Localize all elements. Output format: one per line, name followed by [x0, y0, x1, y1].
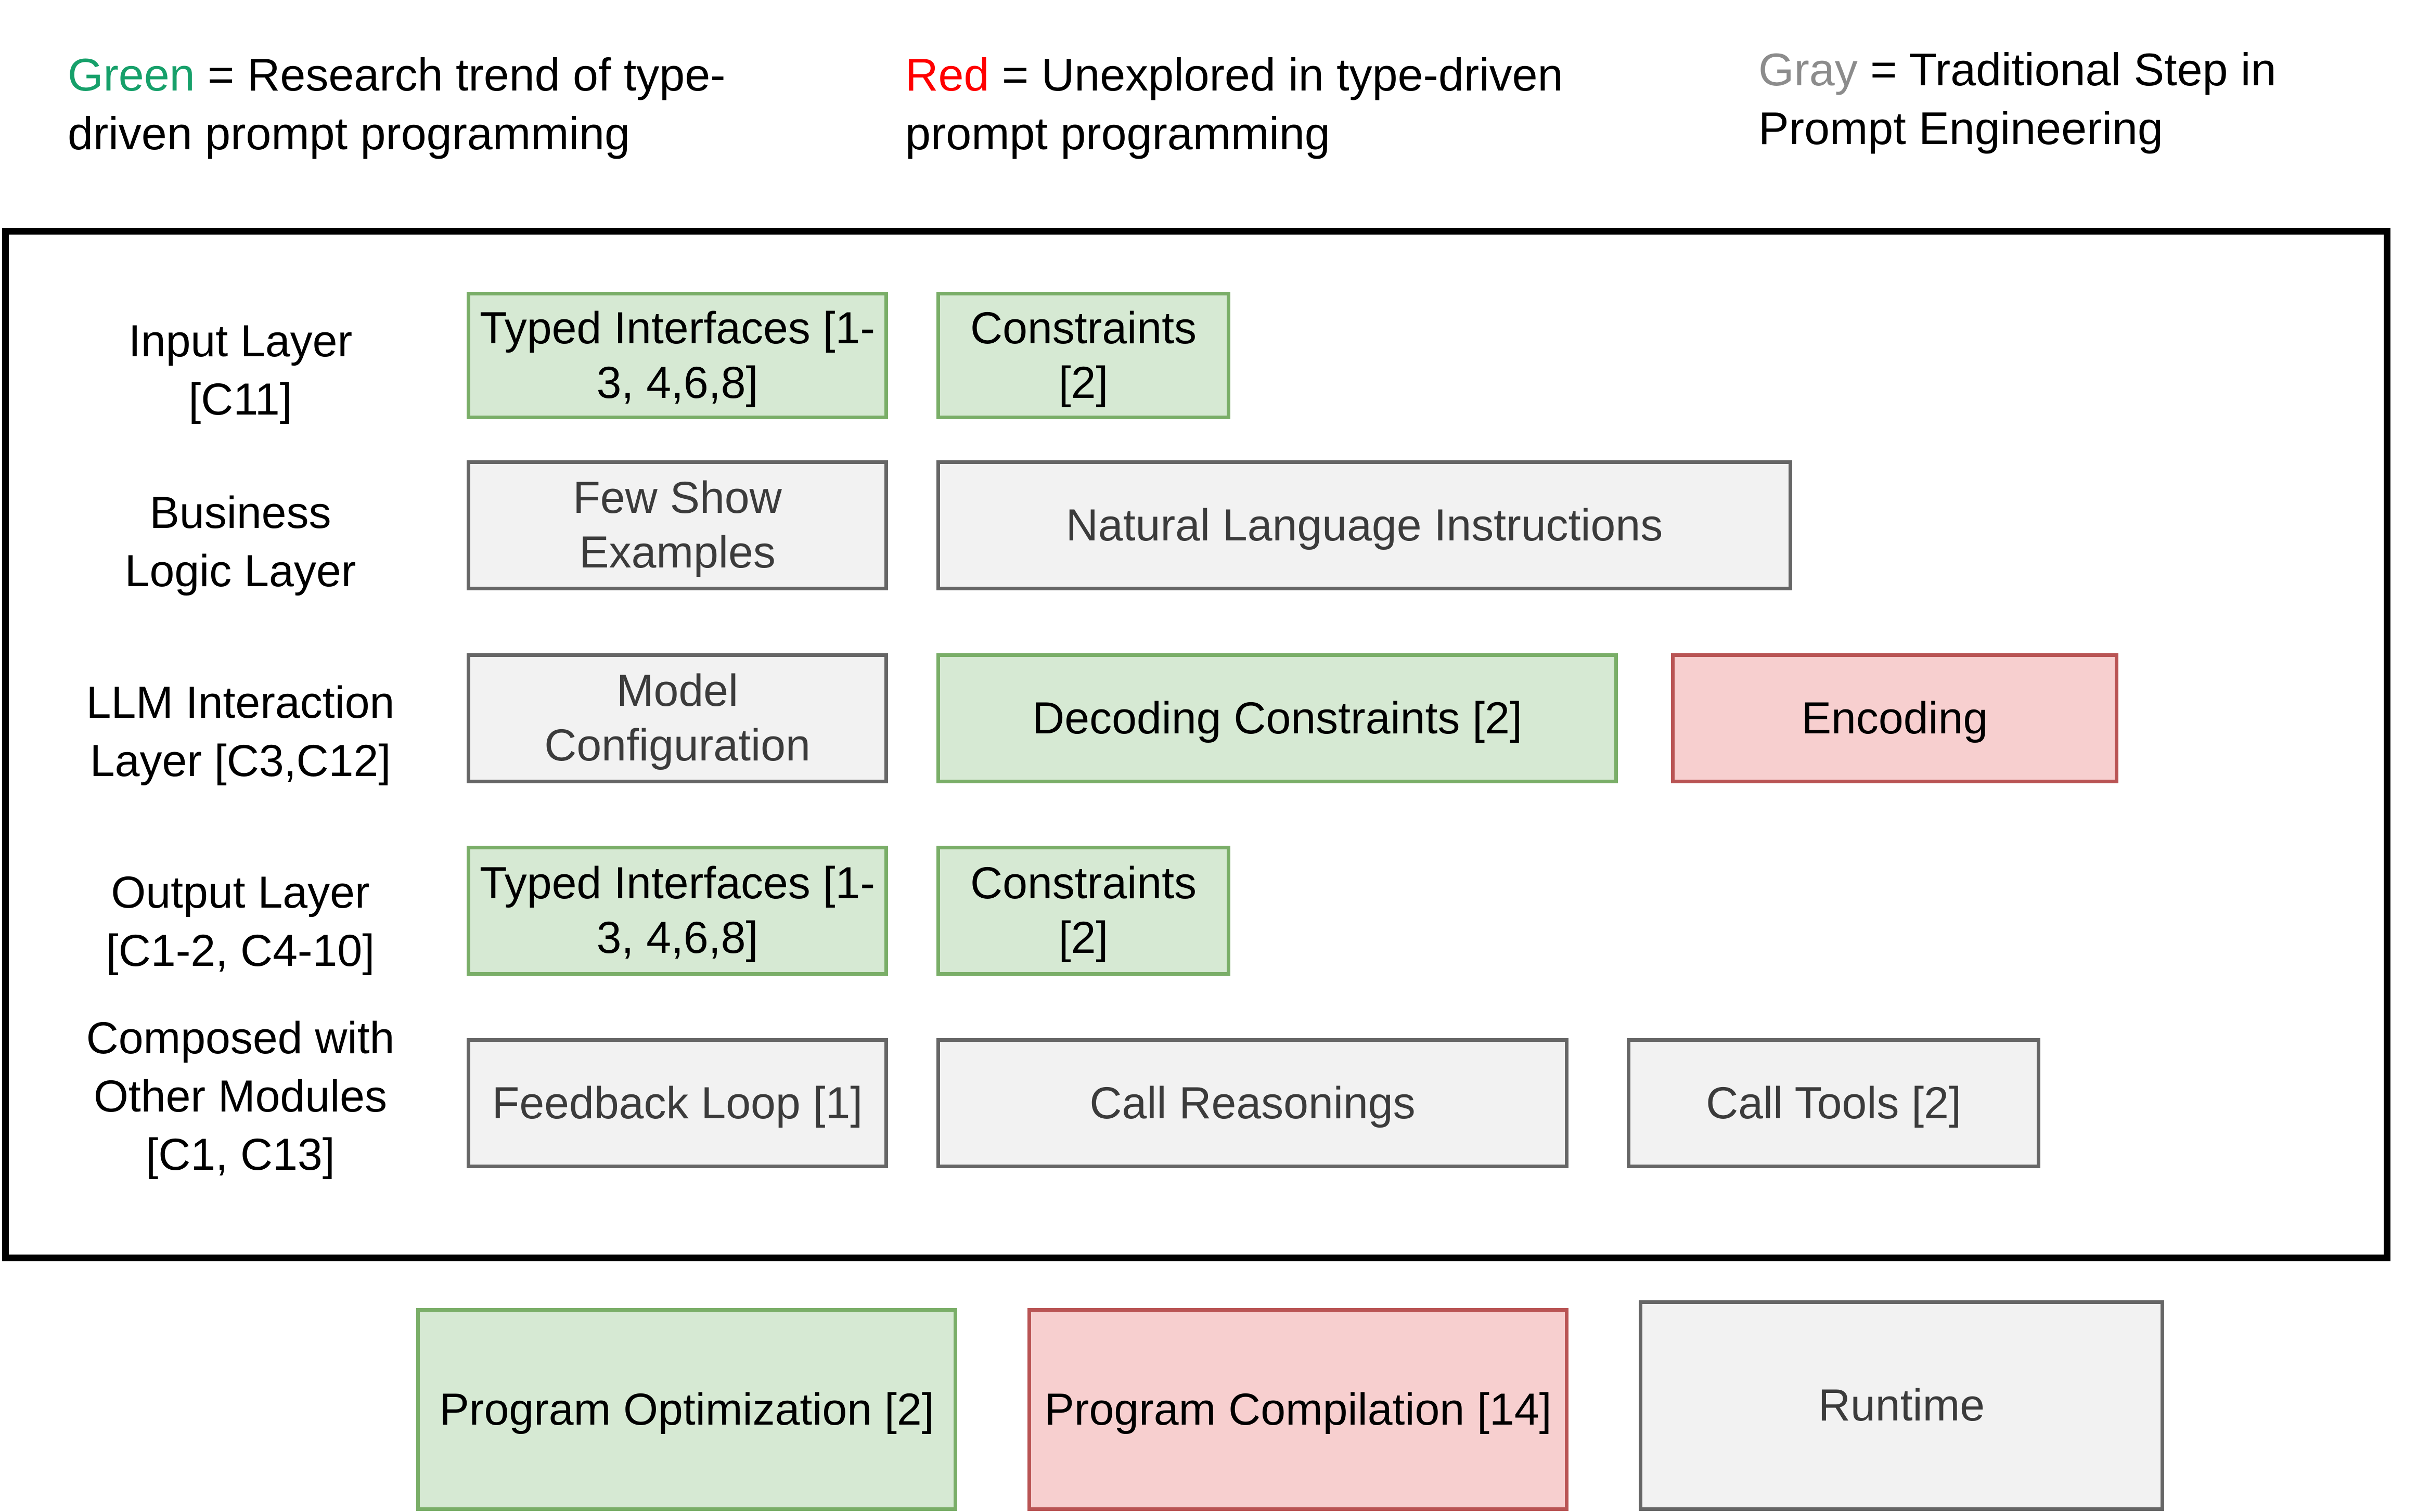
legend-key-green: Green — [68, 49, 195, 100]
architecture-panel: Input Layer[C11] Typed Interfaces [1-3, … — [2, 228, 2390, 1261]
legend: Green = Research trend of type-driven pr… — [0, 0, 2430, 228]
legend-text-gray: Traditional Step in Prompt Engineering — [1758, 44, 2277, 154]
cell-program-compilation[interactable]: Program Compilation [14] — [1027, 1308, 1568, 1511]
layer-grid: Input Layer[C11] Typed Interfaces [1-3, … — [9, 235, 2384, 1255]
cell-call-tools[interactable]: Call Tools [2] — [1627, 1038, 2040, 1168]
cell-input-typed-interfaces[interactable]: Typed Interfaces [1-3, 4,6,8] — [467, 292, 888, 419]
cell-runtime[interactable]: Runtime — [1639, 1300, 2164, 1511]
cell-output-constraints[interactable]: Constraints [2] — [936, 846, 1230, 976]
cell-encoding[interactable]: Encoding — [1671, 653, 2118, 783]
cell-output-typed-interfaces[interactable]: Typed Interfaces [1-3, 4,6,8] — [467, 846, 888, 976]
legend-text-green: Research trend of type-driven prompt pro… — [68, 49, 726, 159]
legend-item-green: Green = Research trend of type-driven pr… — [68, 46, 848, 163]
legend-key-red: Red — [905, 49, 989, 100]
cell-few-show-examples[interactable]: Few Show Examples — [467, 460, 888, 590]
runtime-pipeline-row: Program Optimization [2] Program Compila… — [0, 1274, 2430, 1512]
cell-call-reasonings[interactable]: Call Reasonings — [936, 1038, 1568, 1168]
legend-item-gray: Gray = Traditional Step in Prompt Engine… — [1758, 41, 2383, 158]
cell-input-constraints[interactable]: Constraints [2] — [936, 292, 1230, 419]
cell-feedback-loop[interactable]: Feedback Loop [1] — [467, 1038, 888, 1168]
row-label-input-layer: Input Layer[C11] — [128, 316, 353, 424]
cell-model-configuration[interactable]: Model Configuration — [467, 653, 888, 783]
legend-key-gray: Gray — [1758, 44, 1858, 95]
legend-text-red: Unexplored in type-driven prompt program… — [905, 49, 1563, 159]
cell-program-optimization[interactable]: Program Optimization [2] — [416, 1308, 957, 1511]
legend-separator-gray: = — [1857, 44, 1909, 95]
legend-item-red: Red = Unexplored in type-driven prompt p… — [905, 46, 1675, 163]
row-label-output-layer: Output Layer[C1-2, C4-10] — [106, 868, 375, 976]
cell-natural-language-instructions[interactable]: Natural Language Instructions — [936, 460, 1792, 590]
legend-separator-red: = — [989, 49, 1042, 100]
legend-separator-green: = — [195, 49, 247, 100]
cell-decoding-constraints[interactable]: Decoding Constraints [2] — [936, 653, 1618, 783]
